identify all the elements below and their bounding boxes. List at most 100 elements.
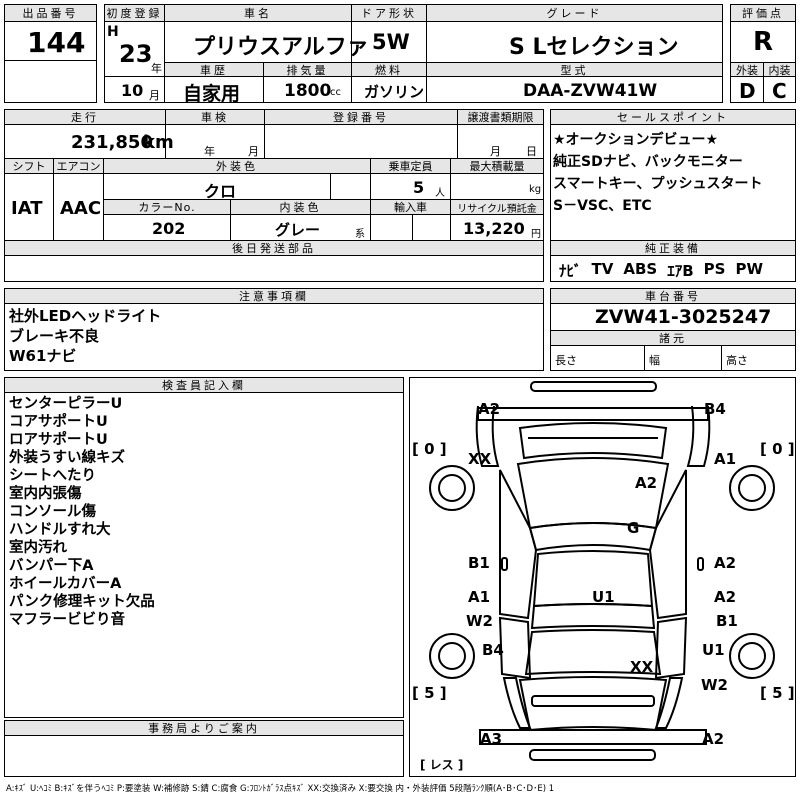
inspector-line: センターピラーU [9, 396, 123, 412]
tire-front-left-value: 0 [424, 440, 435, 458]
inspector-line: ホイールカバーA [9, 576, 122, 592]
history: 自家用 [183, 83, 241, 105]
damage-mark: B4 [704, 400, 726, 418]
note-line: ブレーキ不良 [9, 327, 100, 345]
chassis-number: ZVW41-3025247 [595, 306, 772, 328]
inspection-label: 車検 [165, 109, 265, 125]
ac-label: エアコン [53, 158, 104, 174]
import-cell-b [412, 214, 451, 241]
load-label: 最大積載量 [450, 158, 544, 174]
capacity-unit: 人 [435, 188, 445, 199]
recycle-label: リサイクル預託金 [450, 199, 544, 215]
month-unit: 月 [149, 89, 160, 102]
tailgate [518, 676, 668, 732]
tire-rear-left-value: 5 [424, 684, 435, 702]
grade: S Lセレクション [509, 35, 679, 60]
inspector-line: コンソール傷 [9, 504, 96, 520]
shift: IAT [11, 198, 43, 219]
rear-garnish [531, 695, 655, 707]
left-front-door [499, 469, 538, 620]
car-name-cell: プリウスアルファ [164, 21, 369, 63]
mileage-cell: 231,850 km [4, 124, 174, 159]
sales-line: 純正SDナビ、バックモニター [553, 154, 743, 170]
damage-mark: B4 [482, 641, 504, 659]
equipment-list: ﾅﾋﾞ TV ABS ｴｱB PS PW [559, 260, 763, 281]
sales-points-list: ★オークションデビュー★ 純正SDナビ、バックモニター スマートキー、プッシュス… [553, 129, 762, 217]
damage-mark: A2 [702, 730, 725, 748]
left-mirror-mark [501, 557, 508, 571]
chassis-cell: ZVW41-3025247 [550, 303, 796, 331]
notes-label: 注意事項欄 [4, 288, 544, 304]
displacement-cell: 1800 cc [263, 76, 352, 103]
damage-marks: A2 B4 XX A1 A2 G B1 A2 A1 U1 A2 W2 B1 B4… [410, 378, 795, 776]
color-label: 外装色 [103, 158, 371, 174]
shift-cell: IAT [4, 173, 54, 241]
fuel-label: 燃料 [351, 62, 427, 77]
ac: AAC [60, 198, 102, 219]
right-rear-door [654, 616, 688, 680]
color-no-label: カラーNo. [103, 199, 231, 215]
mileage-label: 走行 [4, 109, 166, 125]
damage-mark: XX [468, 450, 492, 468]
inspector-list: センターピラーU コアサポートU ロアサポートU 外装うすい線キズ シートへたり… [9, 395, 155, 629]
grade-label: グレード [426, 4, 723, 22]
door-cell: 5W [351, 21, 427, 63]
inspector-line: バンパー下A [9, 558, 94, 574]
front-right-fender [686, 405, 711, 467]
reg-no-label: 登録番号 [264, 109, 458, 125]
interior-color-cell: グレー 系 [230, 214, 371, 241]
later-parts-label: 後日発送部品 [4, 240, 544, 256]
displacement: 1800 [284, 81, 332, 101]
inspector-line: ハンドルすれ大 [9, 522, 111, 538]
inspector-line: シートへたり [9, 468, 96, 484]
sales-points-label: セールスポイント [550, 109, 796, 125]
tire-rear-left: [ 5 ] [412, 684, 447, 702]
front-left-fender [475, 405, 500, 467]
mileage: 231,850 [71, 132, 153, 153]
transfer-month-unit: 月 [490, 145, 501, 158]
height-cell: 高さ [721, 345, 796, 371]
color-extra-cell [330, 173, 371, 200]
rear-glass [524, 629, 662, 676]
roof-rear [530, 603, 656, 630]
import-cell-a [370, 214, 413, 241]
sales-line: ★オークションデビュー★ [553, 132, 719, 148]
door: 5W [372, 30, 410, 54]
first-reg-label: 初度登録 [104, 4, 165, 22]
inspector-line: 外装うすい線キズ [9, 450, 125, 466]
capacity-cell: 5 人 [370, 173, 451, 200]
inspector-line: ロアサポートU [9, 432, 108, 448]
rear-bumper [479, 729, 707, 745]
equipment-label: 純正装備 [550, 240, 796, 256]
equipment-item: ﾅﾋﾞ [559, 262, 582, 280]
later-parts-cell [4, 255, 544, 282]
notes-cell: 社外LEDヘッドライト ブレーキ不良 W61ナビ [4, 303, 544, 371]
score-label: 評価点 [730, 4, 796, 22]
damage-mark: G [627, 519, 640, 537]
import-label: 輸入車 [370, 199, 451, 215]
color-no: 202 [152, 219, 186, 238]
width-cell: 幅 [644, 345, 722, 371]
front-right-wheel [729, 465, 775, 511]
equipment-item: TV [591, 260, 614, 278]
int-label: 内装 [763, 62, 796, 77]
lot-no-label: 出品番号 [4, 4, 97, 22]
tire-front-right-value: 0 [772, 440, 783, 458]
notes-list: 社外LEDヘッドライト ブレーキ不良 W61ナビ [9, 306, 161, 366]
int-grade: C [772, 79, 787, 103]
equipment-cell: ﾅﾋﾞ TV ABS ｴｱB PS PW [550, 255, 796, 282]
first-reg-month-cell: 10 月 [104, 76, 165, 103]
inspector-cell: センターピラーU コアサポートU ロアサポートU 外装うすい線キズ シートへたり… [4, 392, 404, 718]
height-label: 高さ [726, 354, 748, 367]
displacement-label: 排気量 [263, 62, 352, 77]
ext-grade-cell: D [730, 76, 764, 103]
spec-label: 諸元 [550, 330, 796, 346]
car-name-label: 車名 [164, 4, 352, 22]
left-rear-door [498, 616, 532, 680]
recycle: 13,220 [463, 219, 525, 238]
damage-mark: XX [630, 658, 654, 676]
rear-right-wheel [729, 633, 775, 679]
equipment-item: PS [703, 260, 726, 278]
inspector-label: 検査員記入欄 [4, 377, 404, 393]
ext-label: 外装 [730, 62, 764, 77]
